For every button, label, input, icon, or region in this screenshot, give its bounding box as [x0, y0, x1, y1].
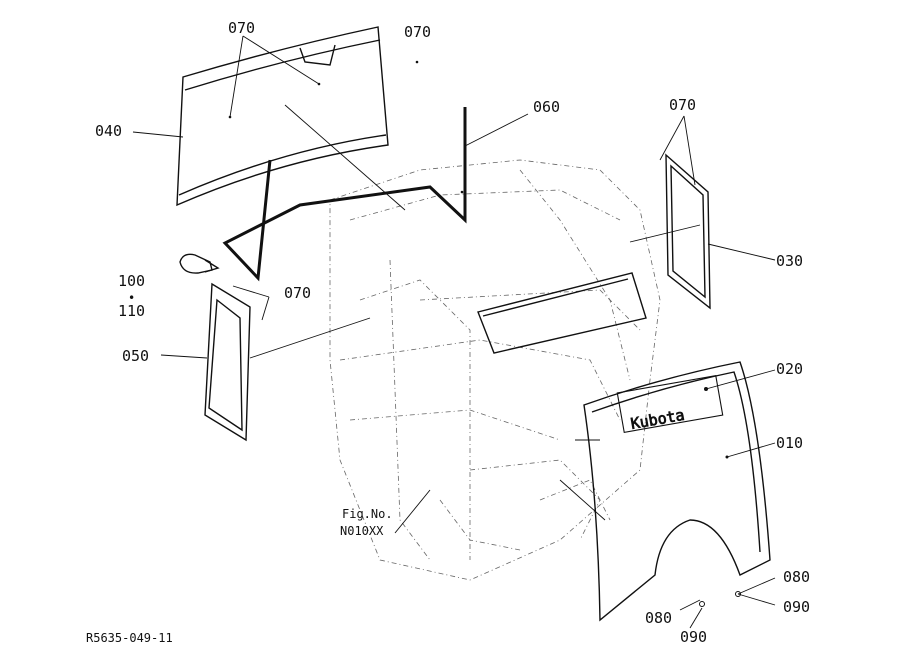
- callout-labels: 070 070 040 060 070 030 100 • 110 070 05…: [86, 19, 810, 646]
- leader-lines: [132, 35, 776, 629]
- label-070-right: 070: [669, 96, 696, 114]
- label-dot: •: [128, 291, 135, 305]
- figure-number-value: N010XX: [340, 524, 384, 538]
- label-060: 060: [533, 98, 560, 116]
- label-100: 100: [118, 272, 145, 290]
- label-080-bottom: 080: [645, 609, 672, 627]
- figure-number-label: Fig.No.: [342, 507, 393, 521]
- label-020: 020: [776, 360, 803, 378]
- hardware-bits: [415, 60, 741, 607]
- drawing-code: R5635-049-11: [86, 631, 173, 645]
- seal-strip-060: [222, 107, 467, 282]
- brand-logo: Kubota: [629, 406, 685, 433]
- label-070-top: 070: [228, 19, 255, 37]
- cab-frame-outline: [329, 159, 661, 581]
- label-080-right: 080: [783, 568, 810, 586]
- label-010: 010: [776, 434, 803, 452]
- label-070-top-right: 070: [404, 23, 431, 41]
- label-070-left: 070: [284, 284, 311, 302]
- label-110: 110: [118, 302, 145, 320]
- label-050: 050: [122, 347, 149, 365]
- label-040: 040: [95, 122, 122, 140]
- side-glass-050: [204, 282, 251, 442]
- windshield-glass-040: [176, 26, 389, 207]
- label-030: 030: [776, 252, 803, 270]
- front-panel-010: Kubota: [583, 361, 771, 622]
- label-090-bottom: 090: [680, 628, 707, 646]
- label-090-right: 090: [783, 598, 810, 616]
- rear-glass-panel: [477, 272, 647, 354]
- mirror-knob-100: [179, 253, 220, 274]
